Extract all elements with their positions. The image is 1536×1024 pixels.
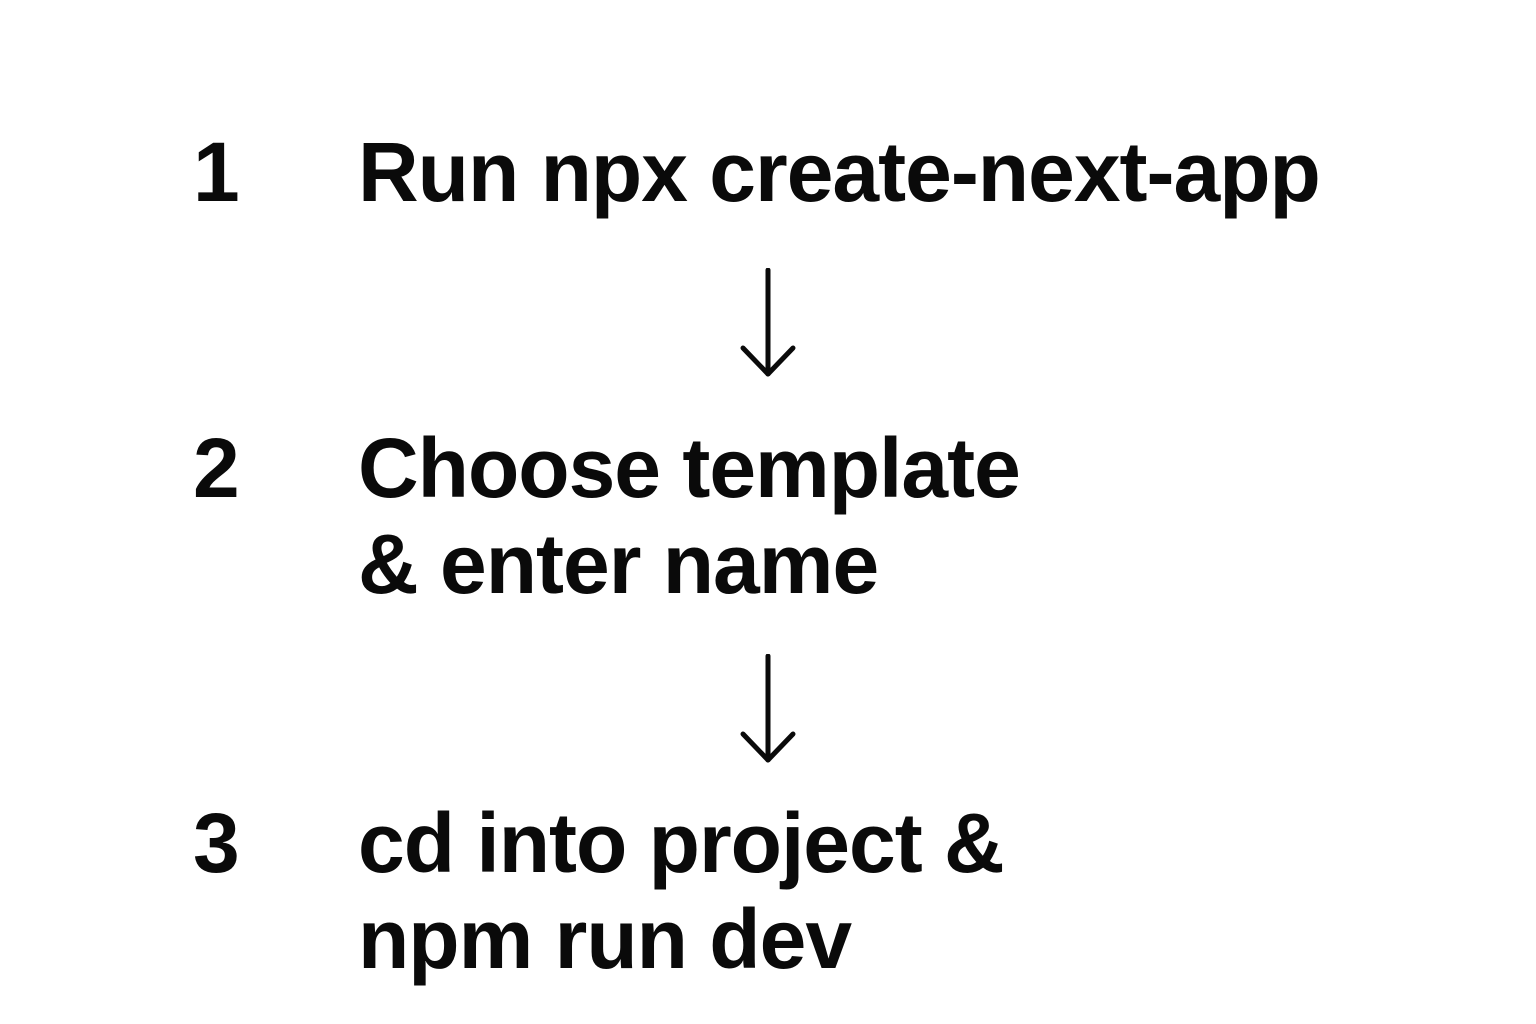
step-text-line: cd into project & xyxy=(358,796,1005,890)
step-text-line: npm run dev xyxy=(358,892,852,986)
step-text-line: Choose template xyxy=(358,421,1021,515)
step-number: 3 xyxy=(193,796,240,890)
step-text-line: & enter name xyxy=(358,517,879,611)
down-arrow-icon xyxy=(740,268,796,377)
down-arrow-icon xyxy=(740,654,796,763)
step-number: 1 xyxy=(193,125,240,219)
step-text: cd into project & npm run dev xyxy=(358,795,1005,987)
step-text-line: Run npx create-next-app xyxy=(358,125,1321,219)
step-text: Choose template & enter name xyxy=(358,420,1021,612)
step-number: 2 xyxy=(193,421,240,515)
step-text: Run npx create-next-app xyxy=(358,124,1321,220)
